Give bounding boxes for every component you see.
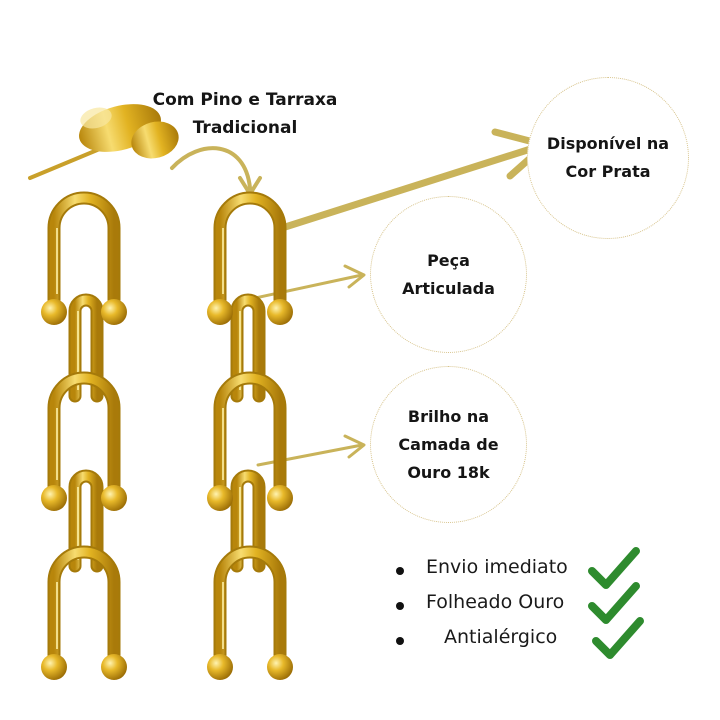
circle-text: Articulada xyxy=(402,278,495,298)
chain-ball xyxy=(41,654,67,680)
chain-link-shine xyxy=(215,547,285,660)
feature-label: Antialérgico xyxy=(444,626,558,648)
bullet-icon xyxy=(396,602,404,610)
chain-link-shine xyxy=(70,471,102,571)
chain-ball xyxy=(101,299,127,325)
callout-title: Com Pino e Tarraxa Tradicional xyxy=(150,86,340,142)
feature-list: Envio imediato Folheado Ouro Antialérgic… xyxy=(390,547,710,659)
chain-ball xyxy=(267,299,293,325)
circle-text: Ouro 18k xyxy=(407,462,490,482)
bullet-icon xyxy=(396,567,404,575)
bullet-icon xyxy=(396,637,404,645)
feature-circle-articulada: Peça Articulada xyxy=(370,196,527,353)
chain-ball xyxy=(41,299,67,325)
check-icon xyxy=(588,547,640,589)
chain-ball xyxy=(101,485,127,511)
earring-post-icon xyxy=(28,104,179,180)
chain-link-shine xyxy=(49,193,119,305)
arrow-articulada xyxy=(244,264,366,302)
circle-text: Brilho na xyxy=(407,406,490,426)
chain-link-shine xyxy=(49,547,119,660)
chain-link-shine xyxy=(232,471,264,571)
feature-label: Envio imediato xyxy=(426,556,568,578)
feature-circle-prata: Disponível na Cor Prata xyxy=(527,77,689,239)
circle-text: Disponível na xyxy=(546,134,670,153)
circle-text: Cor Prata xyxy=(565,162,651,181)
chain-ball xyxy=(101,654,127,680)
earring-chain-right xyxy=(207,191,293,680)
check-icon xyxy=(588,582,640,624)
chain-ball xyxy=(207,485,233,511)
circle-text: Peça xyxy=(427,250,470,270)
chain-link-shine xyxy=(215,193,285,305)
chain-ball xyxy=(267,654,293,680)
callout-arrow xyxy=(170,146,262,196)
chain-link-shine xyxy=(49,373,119,491)
chain-link-shine xyxy=(232,295,264,401)
callout-line-1: Com Pino e Tarraxa xyxy=(152,90,338,110)
chain-ball xyxy=(207,299,233,325)
circle-text: Camada de xyxy=(398,434,499,454)
check-icon xyxy=(592,617,644,659)
earring-chain-left xyxy=(41,191,127,680)
feature-item: Envio imediato xyxy=(390,547,710,589)
chain-link-shine xyxy=(215,373,285,491)
feature-circle-brilho: Brilho na Camada de Ouro 18k xyxy=(370,366,527,523)
chain-ball xyxy=(267,485,293,511)
chain-ball xyxy=(41,485,67,511)
feature-item: Antialérgico xyxy=(390,617,710,659)
feature-item: Folheado Ouro xyxy=(390,582,710,624)
chain-link-shine xyxy=(70,295,102,401)
chain-ball xyxy=(207,654,233,680)
callout-line-2: Tradicional xyxy=(192,118,298,138)
feature-label: Folheado Ouro xyxy=(426,591,565,613)
